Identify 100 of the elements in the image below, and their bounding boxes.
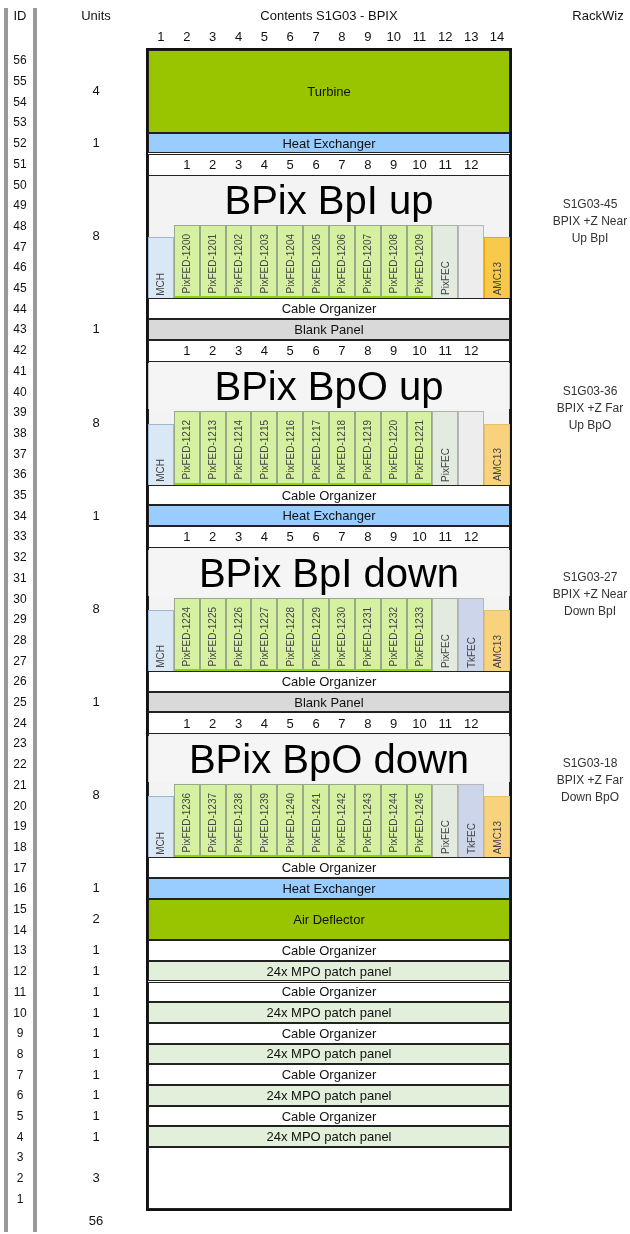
slot-number: 7 (338, 344, 346, 359)
slot-number: 10 (412, 344, 427, 359)
rackwiz-note: S1G03-27 BPIX +Z Near Down BpI (552, 568, 628, 620)
column-number: 13 (463, 30, 479, 44)
card-label: PixFED-1208 (388, 233, 400, 294)
unit-count: 1 (92, 1088, 100, 1103)
module-card (432, 597, 459, 672)
slot-number: 10 (412, 530, 427, 545)
module-card (251, 597, 278, 672)
card-label: PixFED-1229 (310, 606, 322, 666)
slot-number: 6 (312, 530, 320, 545)
unit-count: 1 (92, 1005, 100, 1020)
slot-number: 7 (338, 530, 346, 545)
module-card (458, 784, 485, 859)
card-label: PixFED-1238 (233, 792, 244, 853)
panel-label: Cable Organizer (281, 984, 377, 1000)
unit-count: 1 (92, 1046, 100, 1061)
module-card (277, 411, 304, 486)
module-card (329, 225, 355, 300)
module-card (406, 597, 433, 672)
unit-count: 1 (92, 1026, 100, 1041)
unit-id: 56 (13, 53, 27, 68)
unit-id: 31 (13, 570, 27, 585)
module-card (199, 597, 226, 672)
module-card (148, 796, 174, 859)
rack-panel (148, 484, 510, 506)
card-label: PixFED-1207 (362, 233, 374, 294)
rack-panel (148, 671, 510, 692)
card-label: PixFED-1232 (388, 606, 400, 666)
slot-number: 5 (286, 157, 294, 172)
module-card (484, 796, 510, 859)
unit-id: 7 (16, 1067, 24, 1082)
slot-number: 1 (183, 716, 191, 731)
unit-id: 12 (13, 964, 27, 979)
unit-count: 1 (92, 1067, 100, 1082)
unit-id: 16 (13, 881, 27, 896)
unit-id: 14 (13, 922, 27, 937)
overlay-banner (148, 549, 510, 596)
panel-label: Turbine (307, 83, 351, 99)
crate-enclosure (148, 339, 510, 506)
module-card (277, 784, 304, 859)
module-card (148, 609, 174, 672)
module-card (329, 411, 355, 486)
module-card (173, 411, 200, 486)
unit-count: 1 (92, 322, 100, 337)
module-card (199, 225, 226, 300)
slot-number: 8 (364, 344, 372, 359)
slot-number: 4 (260, 344, 268, 359)
overlay-banner (148, 363, 510, 410)
slot-number: 5 (286, 344, 294, 359)
column-number: 8 (338, 30, 346, 44)
column-number: 4 (234, 30, 243, 44)
panel-label: Blank Panel (294, 321, 364, 337)
card-label: MCH (155, 831, 167, 855)
unit-id: 36 (13, 467, 27, 482)
panel-label: Cable Organizer (281, 942, 377, 958)
slot-number: 9 (390, 157, 398, 172)
card-label: PixFED-1202 (233, 233, 244, 294)
slot-number: 6 (312, 157, 320, 172)
unit-count: 1 (92, 508, 100, 523)
panel-label: Cable Organizer (281, 860, 377, 876)
card-label: PixFED-1243 (362, 792, 374, 853)
unit-count: 1 (92, 984, 100, 999)
card-label: PixFED-1244 (388, 792, 400, 853)
module-card (380, 784, 407, 859)
slot-number: 10 (412, 716, 427, 731)
module-card (303, 225, 329, 300)
unit-id: 27 (13, 653, 27, 668)
unit-id: 8 (16, 1046, 24, 1061)
panel-label: Cable Organizer (281, 301, 377, 317)
card-label: PixFED-1226 (233, 606, 244, 666)
panel-label: Cable Organizer (281, 1067, 377, 1083)
rack-panel (148, 1043, 510, 1065)
module-card (173, 784, 200, 859)
unit-id: 52 (13, 136, 27, 151)
rackwiz-note: S1G03-18 BPIX +Z Far Down BpO (555, 755, 625, 807)
column-number: 12 (438, 30, 453, 44)
slot-number: 1 (183, 157, 191, 172)
unit-id: 40 (13, 384, 27, 399)
unit-count: 1 (92, 1129, 100, 1144)
module-card (484, 423, 510, 486)
panel-label: 24x MPO patch panel (266, 1046, 392, 1062)
banner-text: BPix BpI up (224, 177, 434, 224)
column-number: 3 (209, 30, 217, 44)
unit-id: 49 (13, 198, 27, 213)
slot-number: 12 (463, 530, 479, 545)
rack-panel (148, 298, 510, 320)
card-label: MCH (155, 272, 167, 296)
panel-label: Heat Exchanger (282, 135, 376, 151)
module-card (225, 597, 252, 672)
unit-count: 3 (92, 1171, 100, 1186)
crate-enclosure (148, 526, 510, 692)
slot-number: 2 (209, 344, 217, 359)
panel-label: Cable Organizer (281, 1025, 377, 1041)
card-label: AMC13 (491, 262, 503, 296)
slot-number: 4 (260, 716, 268, 731)
unit-id: 13 (13, 943, 27, 958)
unit-count: 8 (92, 229, 100, 244)
unit-count: 1 (92, 136, 100, 151)
column-header: Units (81, 9, 111, 23)
